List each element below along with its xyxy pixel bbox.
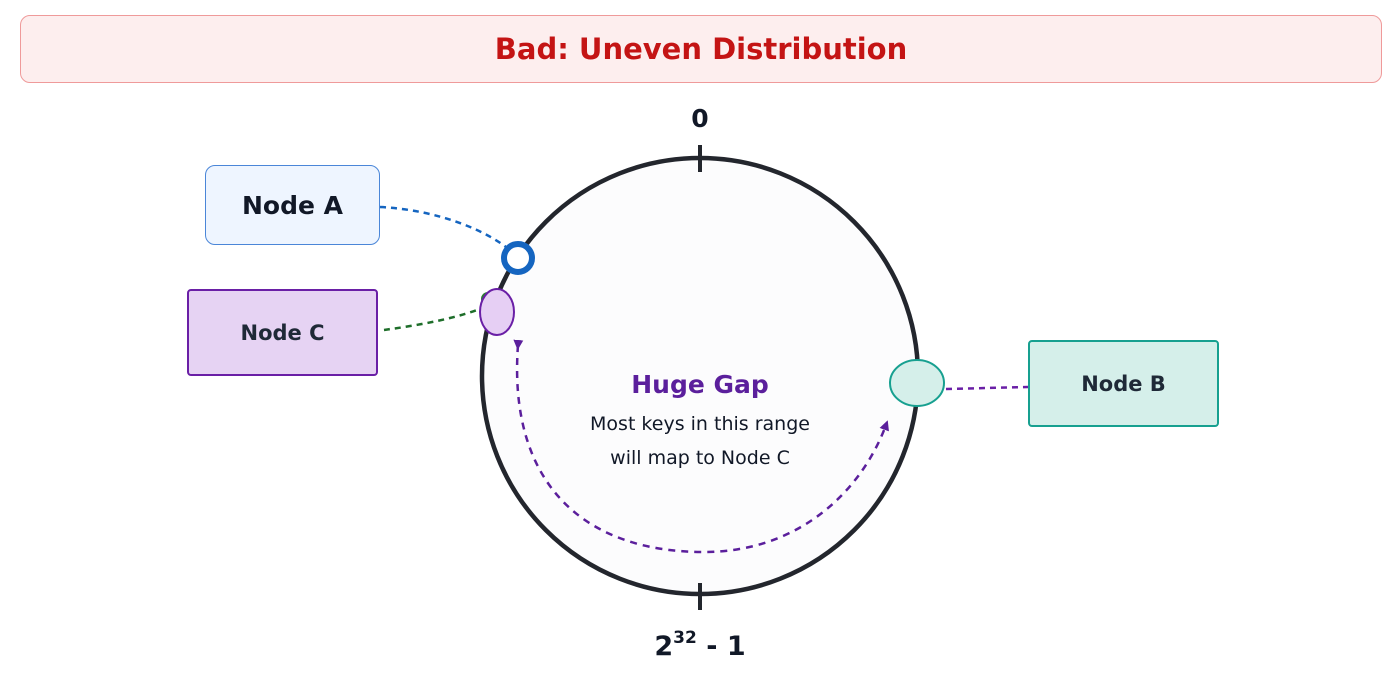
node-b-connector	[945, 385, 1029, 391]
gap-title: Huge Gap	[631, 370, 769, 399]
node-b-box: Node B	[1028, 340, 1219, 427]
node-c-box: Node C	[187, 289, 378, 376]
node-b-label: Node B	[1081, 371, 1166, 396]
diagram-title: Bad: Uneven Distribution	[494, 32, 908, 66]
ring-end-exponent: 32	[673, 628, 697, 648]
gap-description-line-1: Most keys in this range	[590, 413, 810, 435]
gap-arrow	[513, 339, 889, 554]
gap-description-line-2: will map to Node C	[610, 447, 790, 469]
node-b-marker	[889, 359, 945, 407]
node-a-label: Node A	[241, 190, 343, 220]
ring-end-base: 2	[654, 631, 674, 662]
title-banner: Bad: Uneven Distribution	[20, 15, 1382, 83]
node-c-label: Node C	[240, 320, 325, 345]
ring-start-label: 0	[691, 104, 709, 133]
node-a-box: Node A	[205, 165, 380, 245]
node-a-connector	[379, 205, 513, 253]
node-c-marker	[479, 288, 515, 336]
ring-end-suffix: - 1	[696, 631, 746, 662]
node-c-connector	[383, 303, 491, 332]
ring-end-label: 232 - 1	[620, 628, 780, 662]
node-a-marker	[501, 241, 535, 275]
